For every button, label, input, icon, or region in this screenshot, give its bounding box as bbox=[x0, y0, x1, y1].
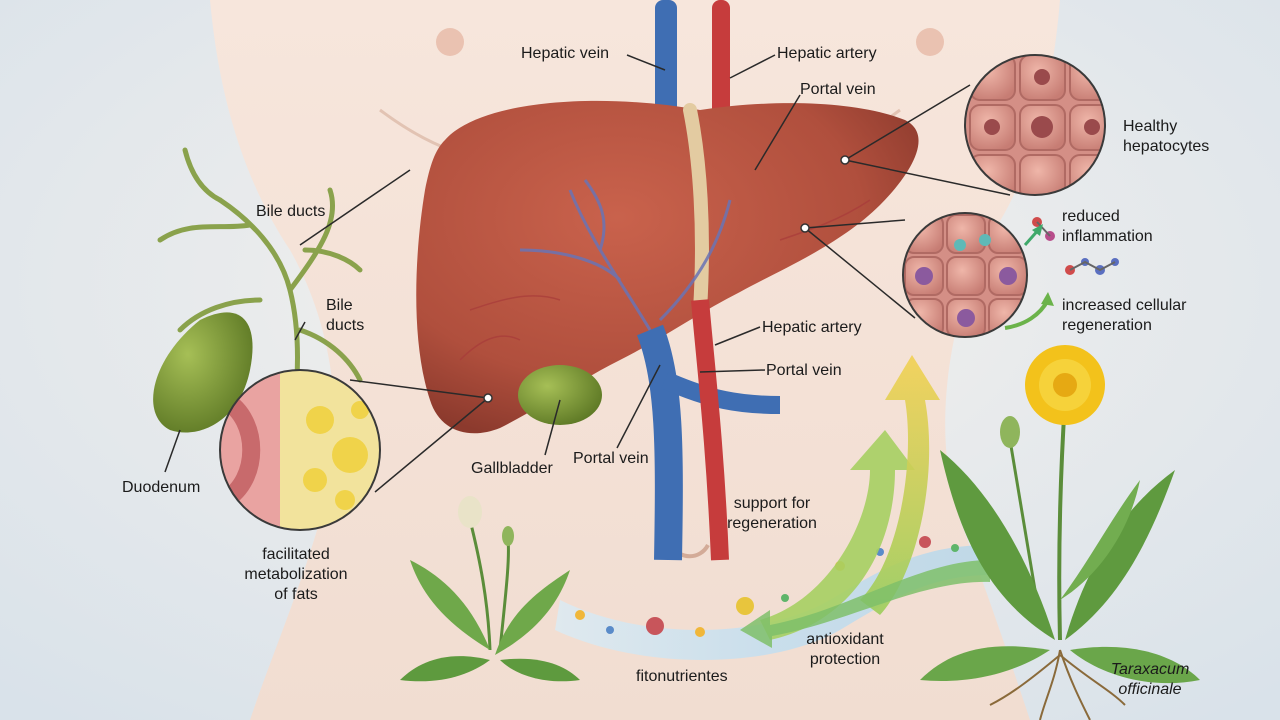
support-arrow bbox=[760, 430, 915, 640]
label-hepatic-vein: Hepatic vein bbox=[521, 45, 610, 62]
gallbladder bbox=[518, 365, 602, 425]
hepatic-artery-vessel bbox=[712, 0, 730, 120]
portal-vein-vessel bbox=[636, 324, 683, 561]
label-bile-ducts-side: Bile ducts bbox=[326, 297, 365, 334]
dandelion-plant bbox=[920, 345, 1200, 720]
label-hepatic-artery-top: Hepatic artery bbox=[777, 45, 877, 62]
label-facilitated-metabolization: facilitated metabolization of fats bbox=[244, 546, 348, 603]
label-support-regeneration: support for regeneration bbox=[727, 495, 817, 532]
healthy-hepatocytes-circle bbox=[964, 54, 1106, 196]
antioxidant-arrow bbox=[740, 560, 990, 648]
label-portal-vein-low: Portal vein bbox=[573, 450, 649, 467]
label-portal-vein-mid: Portal vein bbox=[766, 362, 842, 379]
label-portal-vein-top: Portal vein bbox=[800, 81, 876, 98]
label-duodenum: Duodenum bbox=[122, 479, 201, 496]
label-gallbladder: Gallbladder bbox=[471, 460, 553, 477]
liver bbox=[416, 100, 919, 434]
nipple-left bbox=[436, 28, 464, 56]
leader-lines bbox=[164, 54, 1011, 493]
label-reduced-inflammation: reduced inflammation bbox=[1062, 208, 1153, 245]
regeneration-arrow bbox=[860, 355, 940, 615]
label-hepatic-artery-mid: Hepatic artery bbox=[762, 319, 862, 336]
plant-left bbox=[400, 496, 580, 682]
roots bbox=[989, 649, 1126, 720]
label-antioxidant-protection: antioxidant protection bbox=[806, 631, 884, 668]
label-fitonutrientes: fitonutrientes bbox=[636, 668, 728, 685]
reduced-inflammation-circle bbox=[902, 212, 1028, 338]
gallbladder-left bbox=[153, 312, 253, 433]
molecules-icon bbox=[1032, 217, 1119, 275]
nipple-right bbox=[916, 28, 944, 56]
hepatic-artery-lower bbox=[691, 299, 729, 561]
hepatic-vein-vessel bbox=[655, 0, 677, 120]
label-taraxacum: Taraxacum officinale bbox=[1110, 661, 1190, 698]
label-healthy-hepatocytes: Healthy hepatocytes bbox=[1123, 118, 1210, 155]
fat-zoom-circle bbox=[219, 369, 381, 531]
label-increased-regeneration: increased cellular regeneration bbox=[1062, 297, 1187, 334]
label-bile-ducts-top: Bile ducts bbox=[256, 203, 326, 220]
